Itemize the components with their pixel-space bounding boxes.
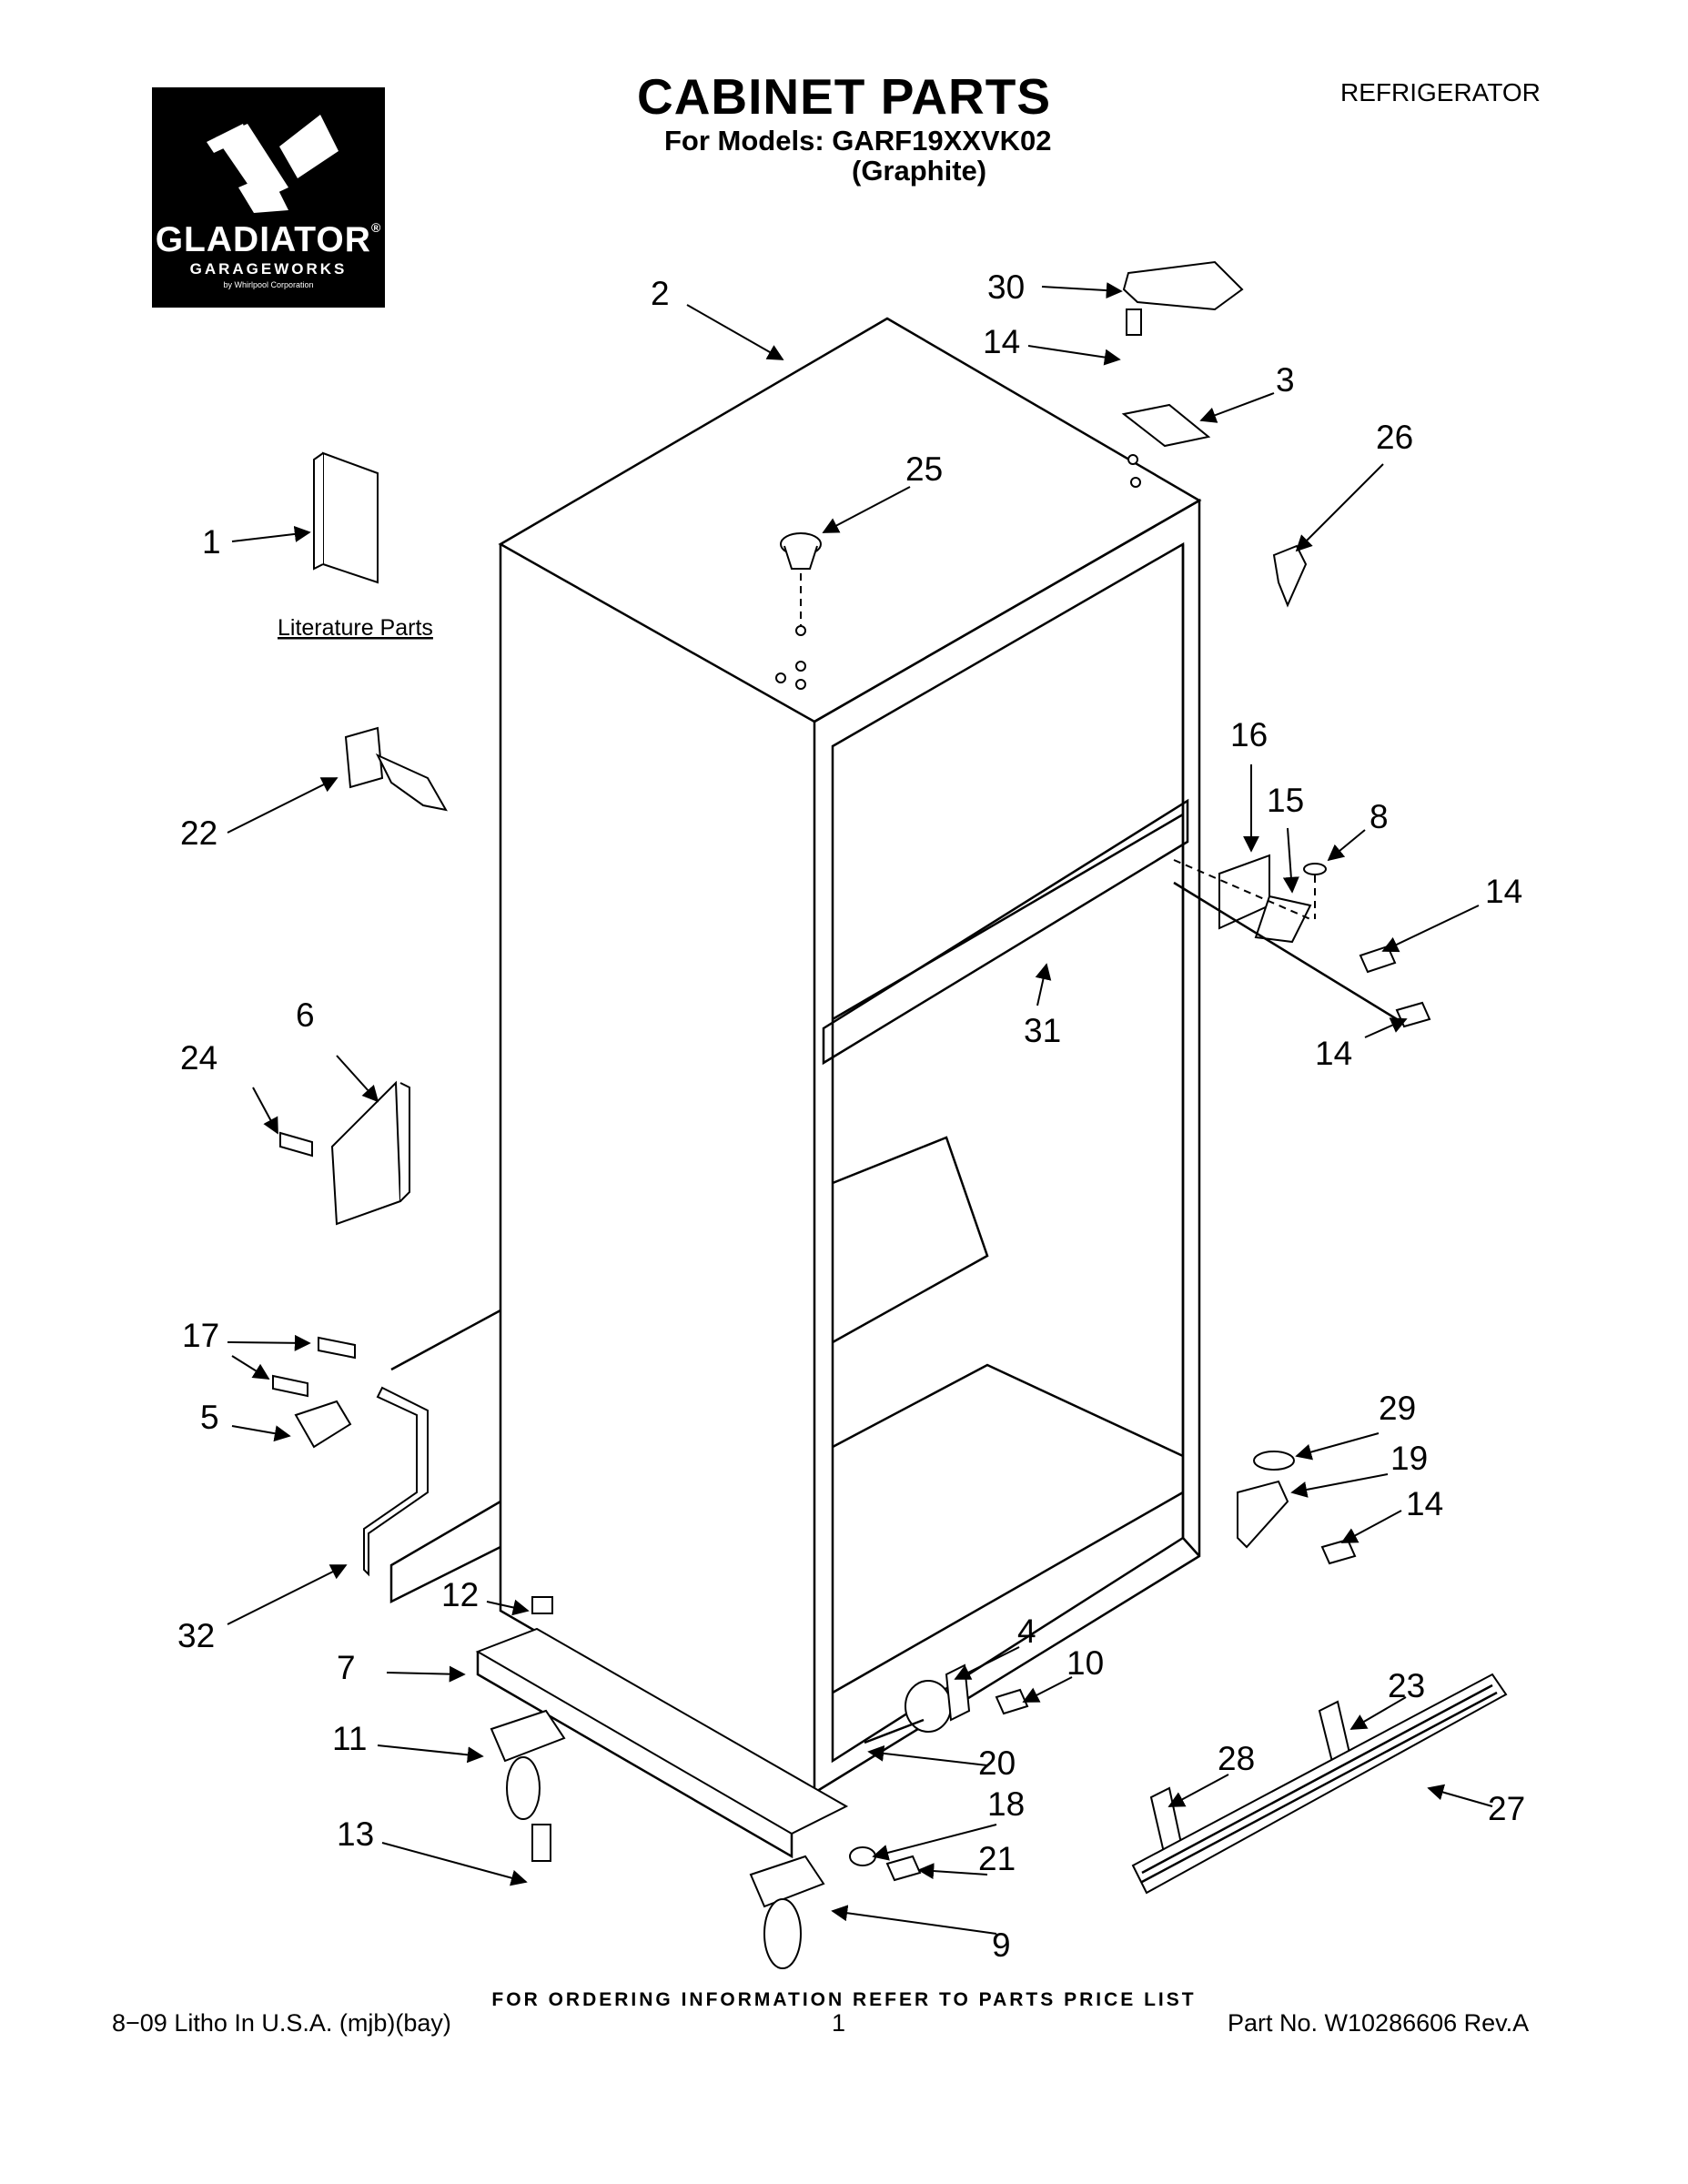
callout-1: 1 (202, 523, 221, 561)
callout-20: 20 (978, 1744, 1016, 1782)
callout-18: 18 (987, 1785, 1025, 1823)
literature-booklet (313, 451, 379, 584)
callout-16: 16 (1230, 716, 1268, 753)
callout-17: 17 (182, 1317, 219, 1354)
part-number: Part No. W10286606 Rev.A (1228, 2009, 1530, 2037)
callout-32: 32 (177, 1617, 215, 1654)
callout-5: 5 (200, 1399, 219, 1436)
callout-30: 30 (987, 268, 1025, 306)
callout-numbers: 1 2 3 4 5 6 7 8 9 10 11 12 13 14 14 14 1… (177, 268, 1525, 1964)
callout-14: 14 (1406, 1485, 1443, 1522)
callout-31: 31 (1024, 1012, 1061, 1049)
part-sketches (272, 260, 1508, 1969)
callout-29: 29 (1379, 1390, 1416, 1427)
callout-14: 14 (1485, 873, 1522, 910)
model-variant: (Graphite) (852, 155, 987, 187)
logo-byline: by Whirlpool Corporation (223, 280, 314, 289)
model-line: For Models: GARF19XXVK02 (664, 125, 1052, 157)
callout-23: 23 (1388, 1667, 1425, 1704)
callout-6: 6 (296, 996, 315, 1034)
callout-3: 3 (1276, 361, 1295, 399)
callout-21: 21 (978, 1840, 1016, 1877)
callout-4: 4 (1017, 1613, 1036, 1650)
page-title: CABINET PARTS (636, 68, 1052, 125)
callout-12: 12 (441, 1576, 479, 1613)
callout-14: 14 (1315, 1035, 1352, 1072)
callout-26: 26 (1376, 419, 1413, 456)
callout-24: 24 (180, 1039, 217, 1077)
literature-parts-label: Literature Parts (278, 615, 433, 641)
callout-28: 28 (1218, 1740, 1255, 1777)
logo-subtitle: GARAGEWORKS (189, 260, 348, 278)
callout-11: 11 (332, 1720, 367, 1757)
callout-22: 22 (180, 814, 217, 852)
page-number: 1 (832, 2009, 846, 2037)
category-label: REFRIGERATOR (1340, 78, 1541, 106)
ordering-note: FOR ORDERING INFORMATION REFER TO PARTS … (491, 1989, 1197, 2010)
callout-13: 13 (337, 1815, 374, 1853)
callout-25: 25 (905, 450, 943, 488)
callout-15: 15 (1267, 782, 1304, 819)
logo-brand: GLADIATOR® (155, 220, 382, 259)
tools-icon (207, 115, 339, 213)
callout-27: 27 (1488, 1790, 1525, 1827)
callout-10: 10 (1066, 1644, 1104, 1682)
callout-19: 19 (1390, 1440, 1428, 1477)
leader-lines (227, 282, 1493, 1935)
gladiator-logo: GLADIATOR® GARAGEWORKS by Whirlpool Corp… (152, 87, 385, 308)
callout-14: 14 (983, 323, 1020, 360)
litho-line: 8−09 Litho In U.S.A. (mjb)(bay) (112, 2009, 451, 2037)
callout-8: 8 (1370, 798, 1389, 835)
callout-2: 2 (651, 275, 670, 312)
callout-9: 9 (992, 1926, 1011, 1964)
callout-7: 7 (337, 1649, 356, 1686)
